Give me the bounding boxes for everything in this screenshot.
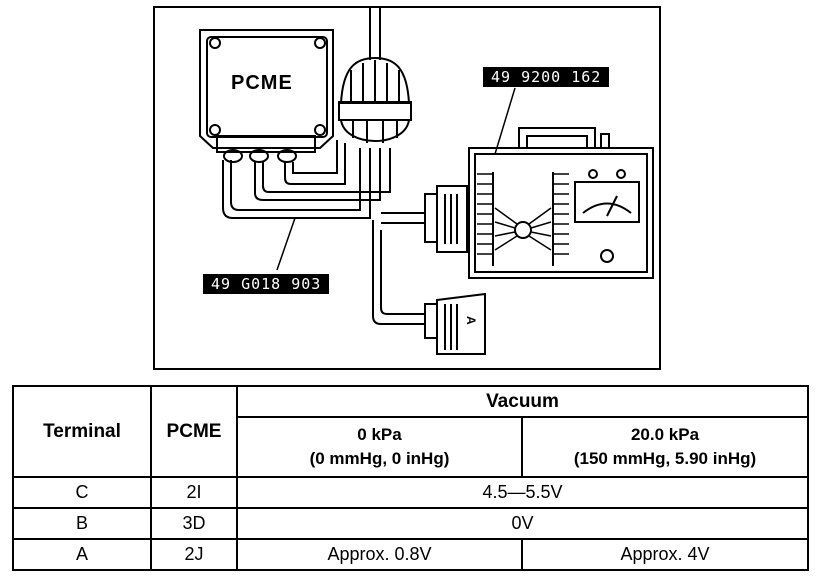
connection-diagram: A PCME 49 9200 162 49 G018 903 xyxy=(153,6,661,370)
vacuum-20kpa-header: 20.0 kPa (150 mmHg, 5.90 inHg) xyxy=(521,416,809,478)
pcme-unit-label: PCME xyxy=(231,72,293,94)
vacuum-0kpa-units: (0 mmHg, 0 inHg) xyxy=(309,449,450,468)
table-row: C 2I 4.5—5.5V xyxy=(12,476,809,509)
connector-a-letter: A xyxy=(464,316,478,325)
checker-tool-label: 49 9200 162 xyxy=(483,67,610,87)
vacuum-0kpa-value: 0 kPa xyxy=(357,425,402,444)
voltage-spec-table: Terminal PCME Vacuum 0 kPa (0 mmHg, 0 in… xyxy=(12,385,809,571)
vacuum-20kpa-units: (150 mmHg, 5.90 inHg) xyxy=(573,449,757,468)
vacuum-0kpa-header: 0 kPa (0 mmHg, 0 inHg) xyxy=(236,416,523,478)
table-row: B 3D 0V xyxy=(12,507,809,540)
header-row-2: 0 kPa (0 mmHg, 0 inHg) 20.0 kPa (150 mmH… xyxy=(13,416,809,478)
vacuum-20kpa-value: 20.0 kPa xyxy=(630,425,700,444)
harness-wires xyxy=(222,140,425,325)
voltage-20kpa-cell: Approx. 4V xyxy=(521,538,809,571)
checker-connector xyxy=(424,185,468,253)
leader-lines xyxy=(276,87,516,271)
monitor-pin-rows xyxy=(477,173,569,255)
harness-tool-label: 49 G018 903 xyxy=(203,274,330,294)
terminal-header: Terminal xyxy=(12,385,152,478)
voltage-0kpa-cell: Approx. 0.8V xyxy=(236,538,523,571)
diagram-drawing: A xyxy=(199,8,654,355)
connector-a xyxy=(424,292,486,355)
pcme-cell: 2J xyxy=(150,538,238,571)
pcme-cell: 2I xyxy=(150,476,238,509)
signal-monitor xyxy=(468,127,654,279)
voltage-cell: 4.5—5.5V xyxy=(236,476,809,509)
terminal-cell: C xyxy=(12,476,152,509)
table-row: A 2J Approx. 0.8V Approx. 4V xyxy=(12,538,809,571)
vacuum-header: Vacuum xyxy=(236,385,809,418)
pcme-header: PCME xyxy=(150,385,238,478)
voltage-cell: 0V xyxy=(236,507,809,540)
pcme-cell: 3D xyxy=(150,507,238,540)
terminal-cell: B xyxy=(12,507,152,540)
pcme-unit xyxy=(199,29,334,163)
terminal-cell: A xyxy=(12,538,152,571)
main-cable xyxy=(338,8,412,143)
header-row-1: Terminal PCME Vacuum xyxy=(12,385,809,478)
